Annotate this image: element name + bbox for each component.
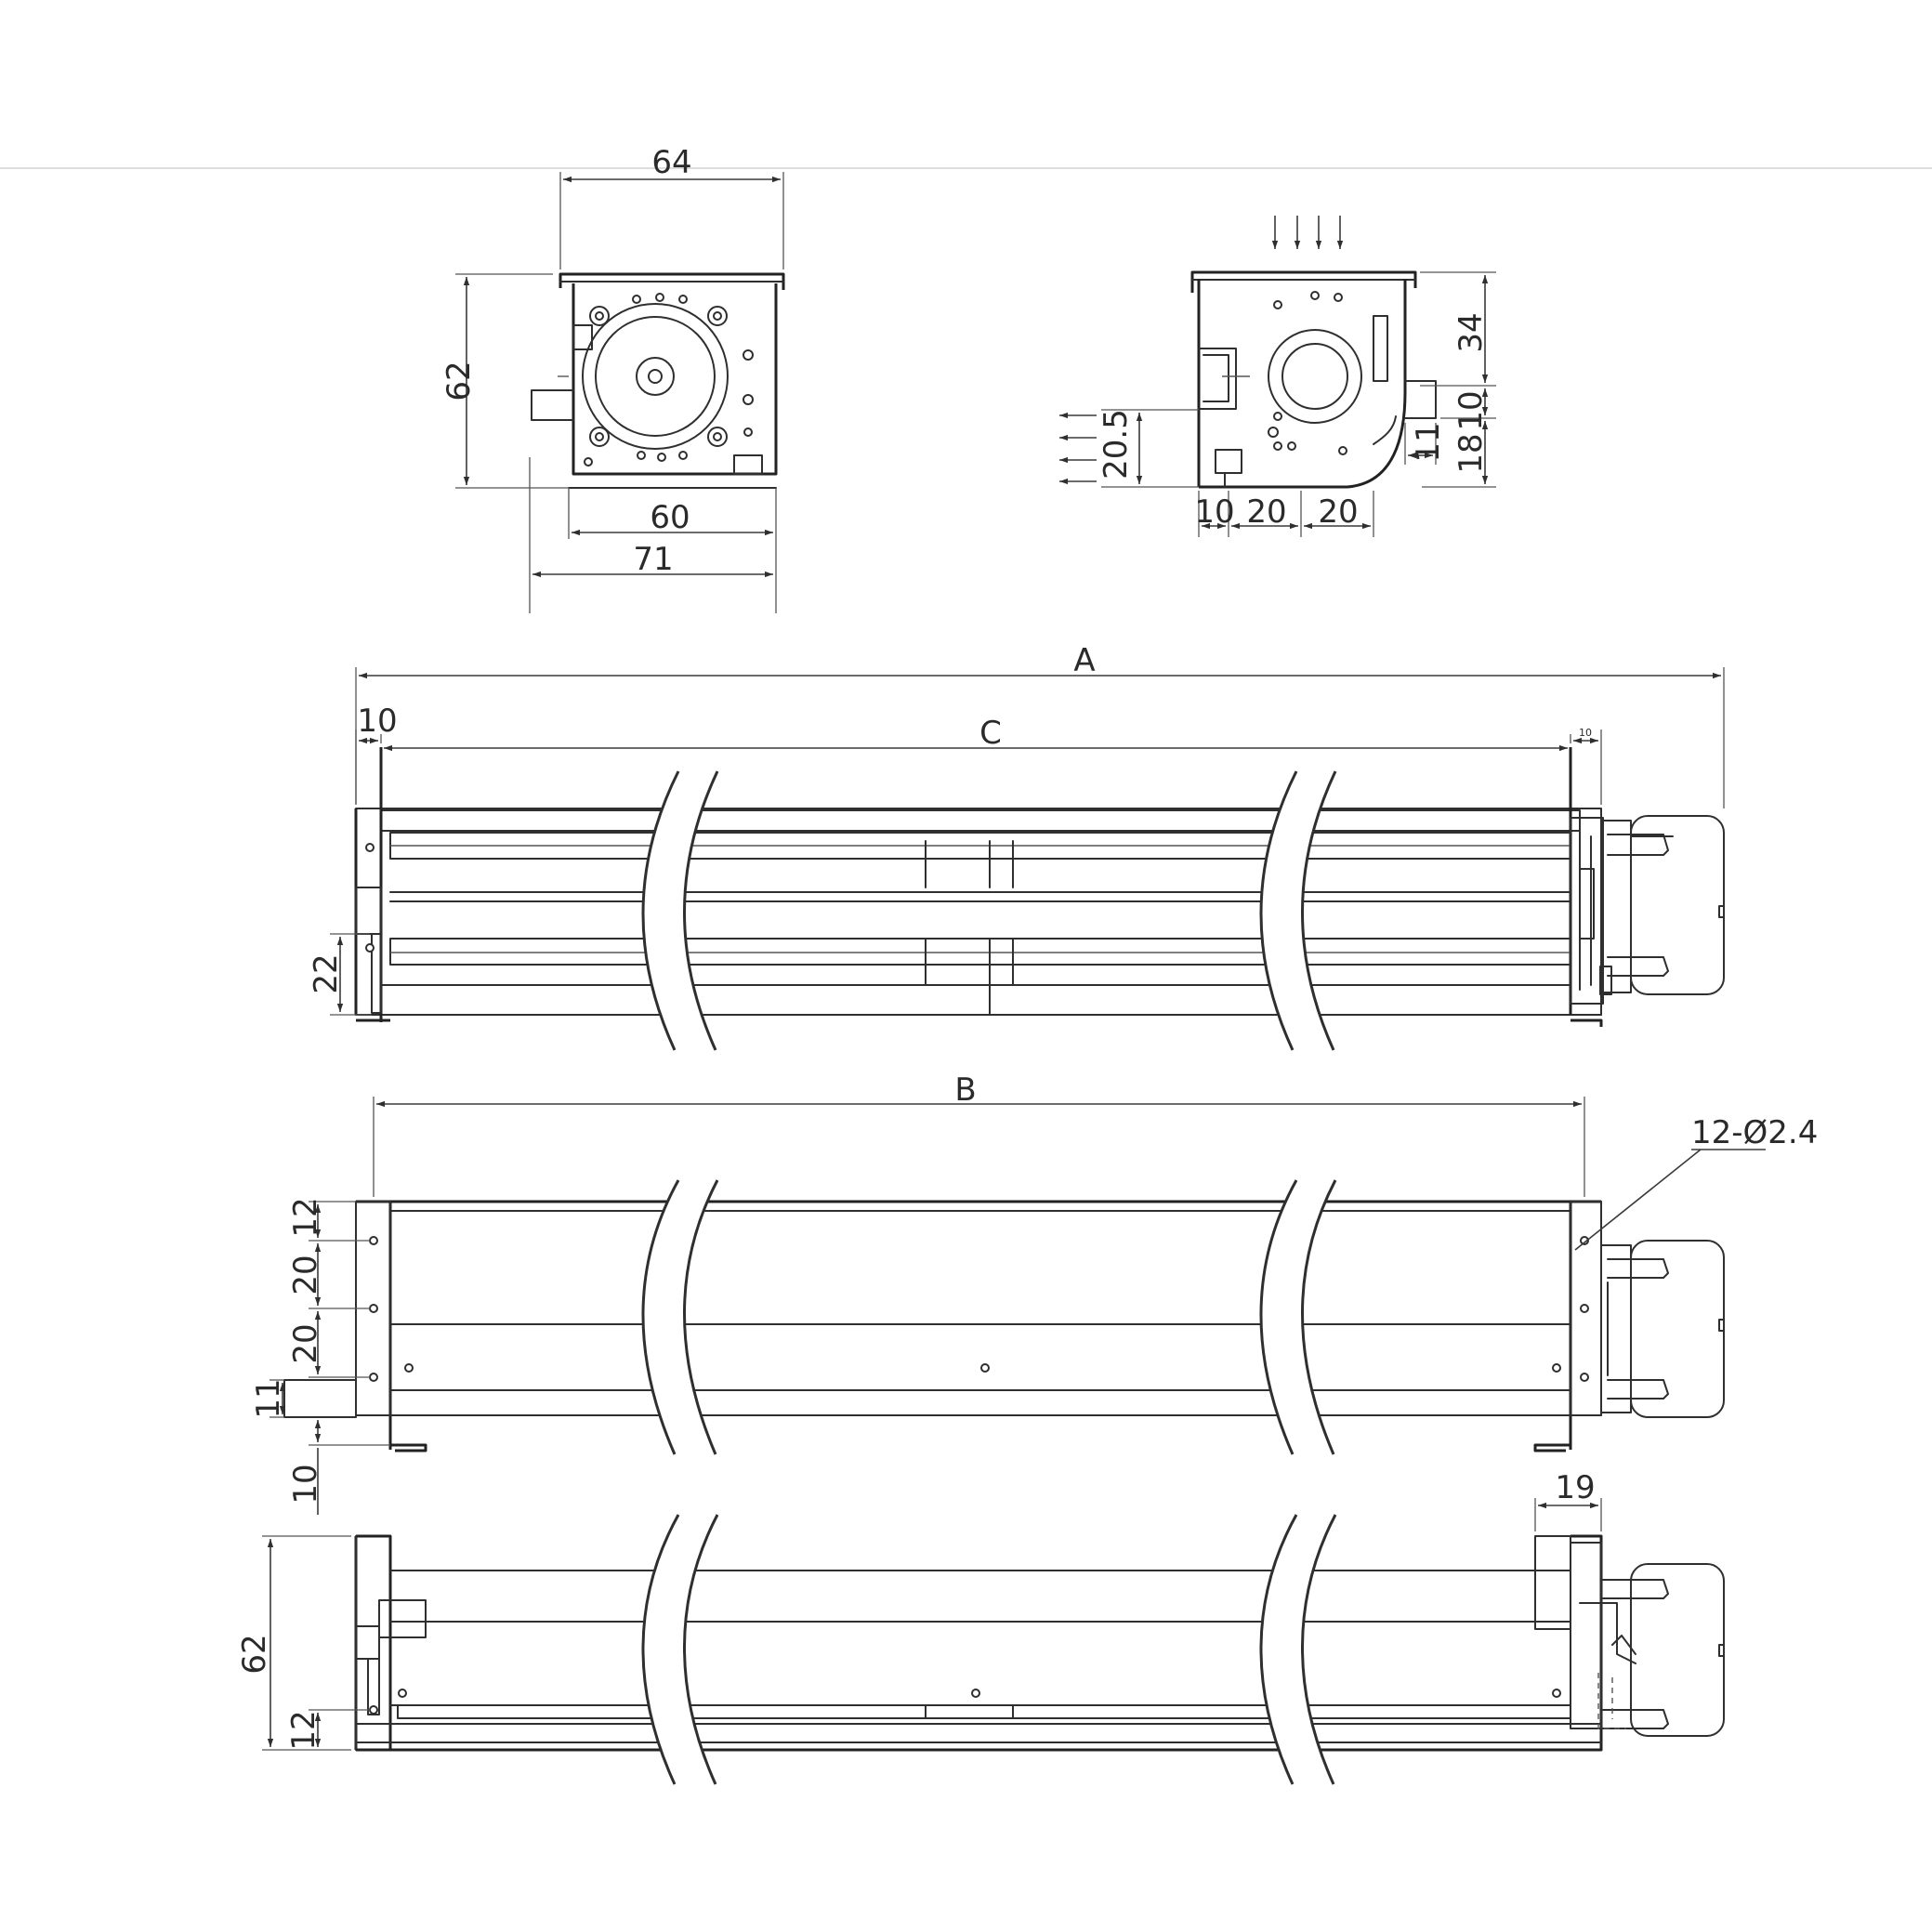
dim-height-62: 62 <box>440 361 478 401</box>
side-view-bottom <box>354 1534 1725 1752</box>
end-view-motor-dimensions: 64 62 60 71 <box>440 144 784 613</box>
dim-length-b: B <box>954 1071 976 1109</box>
side-view-bottom-dimensions: 19 62 12 <box>236 1469 1602 1751</box>
dim-outlet-20-5: 20.5 <box>1097 409 1135 480</box>
end-view-airflow <box>1190 216 1437 489</box>
dim-left-10: 10 <box>357 703 397 740</box>
front-view-rotor <box>354 747 1725 1027</box>
dim-side-10: 10 <box>1452 390 1490 430</box>
dim-top-34: 34 <box>1452 312 1490 352</box>
dim-bottom-20b: 20 <box>1318 493 1358 531</box>
dim-bottom-20a: 20 <box>1246 493 1286 531</box>
dim-base-60: 60 <box>650 499 690 536</box>
dim-motor-19: 19 <box>1555 1469 1595 1506</box>
dim-bottom-10: 10 <box>1194 493 1234 531</box>
dim-side-11: 11 <box>1410 422 1447 462</box>
back-view-mounting-breaks <box>641 1179 1337 1455</box>
front-view-rotor-dimensions: A C 10 10 22 <box>308 642 1725 1016</box>
dim-mount-10: 10 <box>287 1464 324 1504</box>
dim-side-18: 18 <box>1452 433 1490 473</box>
dim-holes-12: 12 <box>287 1197 324 1237</box>
dim-holes-20a: 20 <box>287 1255 324 1295</box>
dim-bottom-62: 62 <box>236 1634 273 1674</box>
dim-holes-12-d2-4: 12-Ø2.4 <box>1691 1114 1818 1151</box>
side-view-bottom-breaks <box>641 1514 1337 1785</box>
dim-overall-71: 71 <box>633 541 673 578</box>
end-view-airflow-dimensions: 20.5 34 10 18 11 10 20 20 <box>1059 271 1496 537</box>
back-view-mounting-dimensions: B 12-Ø2.4 12 20 20 11 10 <box>250 1071 1818 1515</box>
dim-length-c: C <box>979 715 1002 752</box>
dim-mount-11: 11 <box>250 1378 287 1418</box>
dim-width-64: 64 <box>651 144 691 181</box>
back-view-mounting <box>283 1200 1725 1452</box>
front-view-rotor-breaks <box>641 770 1337 1051</box>
dim-foot-22: 22 <box>308 953 345 993</box>
dim-right-small-10: 10 <box>1579 727 1592 739</box>
dim-holes-20b: 20 <box>287 1323 324 1363</box>
dim-length-a: A <box>1073 642 1095 679</box>
dim-bottom-12: 12 <box>285 1710 322 1750</box>
end-view-motor <box>531 272 785 489</box>
